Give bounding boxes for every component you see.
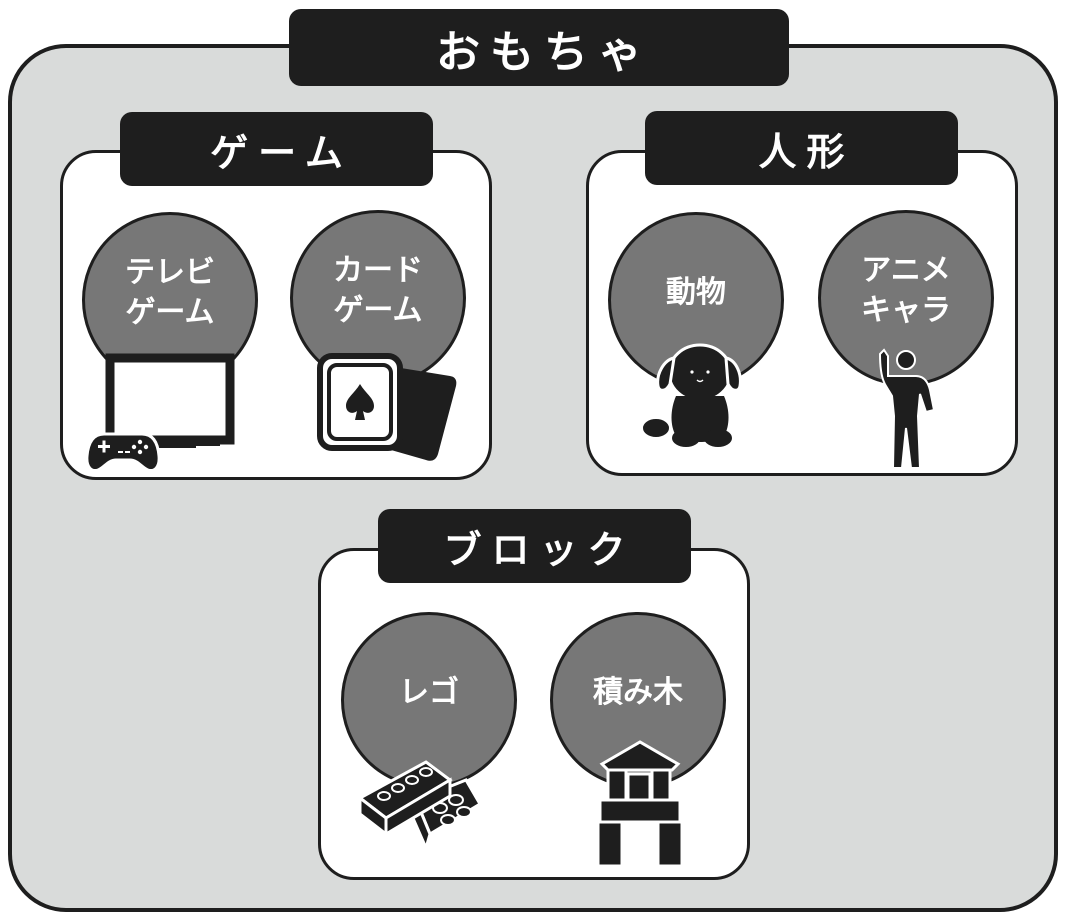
action-figure-icon [878,348,936,469]
group-title-block: ブロック [378,509,691,583]
playing-cards-icon [317,353,457,461]
group-title-game: ゲーム [120,112,433,186]
plush-dog-icon [641,343,742,447]
tv-gamepad-icon [85,353,235,472]
main-title: おもちゃ [289,9,789,86]
wooden-blocks-icon [596,740,684,868]
group-title-doll: 人形 [645,111,958,185]
lego-bricks-icon [357,760,483,853]
item-lego: レゴ [341,612,517,788]
